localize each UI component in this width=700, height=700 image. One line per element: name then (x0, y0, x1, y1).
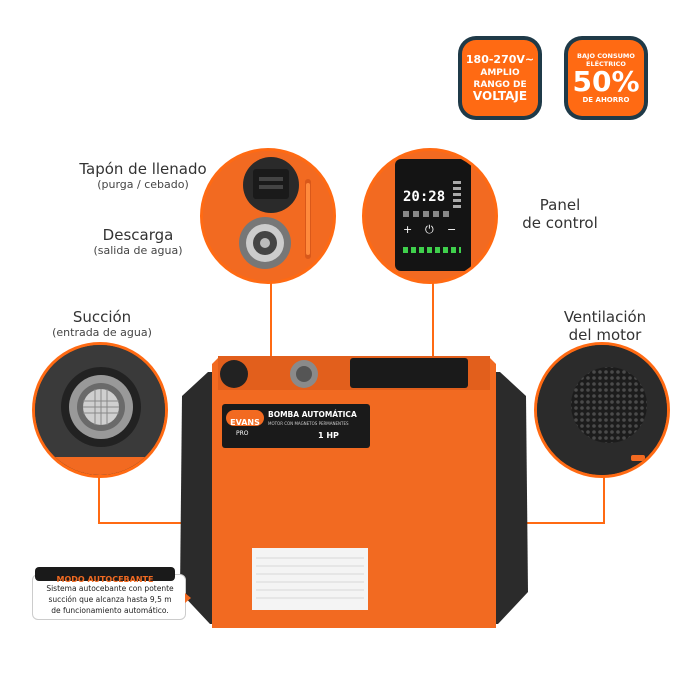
savings-percent: 50% (572, 65, 640, 98)
brand-logo: EVANS (226, 410, 264, 427)
suction-detail-circle (32, 342, 168, 478)
control-small-buttons (403, 211, 449, 217)
control-display-time: 20:28 (403, 189, 446, 205)
self-priming-text: Sistema autocebante con potente succión … (46, 584, 174, 615)
brand-sub: PRO (236, 430, 249, 437)
fill-cap-label: Tapón de llenado (purga / cebado) (79, 160, 207, 191)
fill-cap-detail-circle (200, 148, 336, 284)
control-panel-detail-circle: 20:28 + ⏻ − (362, 148, 498, 284)
ventilation-detail-image (537, 345, 667, 475)
plus-button[interactable]: + (403, 223, 413, 236)
product-power: 1 HP (318, 431, 339, 440)
level-leds (403, 247, 461, 253)
fill-cap-detail-image (203, 151, 333, 281)
self-priming-title-bar: MODO AUTOCEBANTE (35, 567, 175, 584)
connector-right-h (510, 522, 605, 524)
suction-label: Succión (entrada de agua) (52, 308, 152, 339)
connector-left-v (98, 476, 100, 524)
savings-line1: BAJO CONSUMO (577, 52, 635, 60)
control-panel-face: 20:28 + ⏻ − (395, 159, 471, 271)
connector-top-right (432, 278, 434, 368)
self-priming-box: MODO AUTOCEBANTE Sistema autocebante con… (32, 567, 191, 620)
power-button[interactable]: ⏻ (425, 223, 434, 236)
minus-button[interactable]: − (447, 223, 457, 236)
product-label: EVANS PRO BOMBA AUTOMÁTICA MOTOR CON MAG… (222, 404, 370, 448)
self-priming-pointer (185, 593, 191, 603)
pump-silhouette (180, 356, 528, 628)
connector-right-v (603, 476, 605, 524)
savings-badge: BAJO CONSUMO ELÉCTRICO 50% DE AHORRO (564, 36, 648, 120)
voltage-line2: RANGO DE (473, 79, 527, 90)
pump-body (178, 352, 530, 630)
savings-line2: ELÉCTRICO (586, 60, 626, 68)
brand-logo-text: EVANS (230, 418, 260, 427)
voltage-line1: AMPLIO (480, 67, 520, 78)
savings-line3: DE AHORRO (582, 96, 630, 104)
connector-top-left (270, 278, 272, 368)
voltage-line3: VOLTAJE (472, 88, 528, 103)
product-name: BOMBA AUTOMÁTICA (268, 410, 357, 419)
ventilation-detail-circle (534, 342, 670, 478)
suction-detail-image (35, 345, 165, 475)
control-panel-label: Panel de control (522, 196, 598, 232)
voltage-range: 180-270V~ (465, 52, 535, 66)
voltage-badge: 180-270V~ AMPLIO RANGO DE VOLTAJE (458, 36, 542, 120)
product-subtitle: MOTOR CON MAGNETOS PERMANENTES (268, 421, 349, 426)
control-indicators (453, 181, 461, 211)
connector-left-h (98, 522, 190, 524)
ventilation-label: Ventilación del motor (563, 308, 647, 344)
self-priming-title: MODO AUTOCEBANTE (56, 575, 154, 584)
discharge-label: Descarga (salida de agua) (93, 226, 183, 257)
